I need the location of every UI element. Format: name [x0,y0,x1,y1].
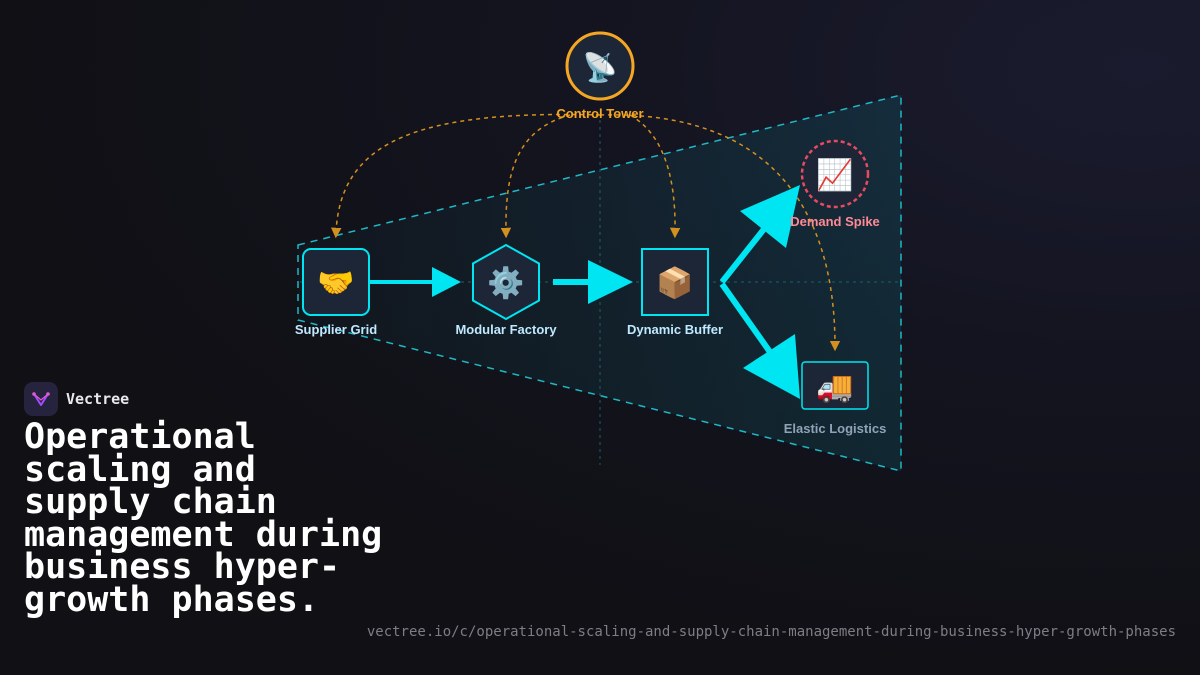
node-dynamic-buffer[interactable]: 📦 Dynamic Buffer [627,248,723,337]
control-link-supplier [330,113,601,239]
node-elastic-logistics[interactable]: 🚚 Elastic Logistics [784,361,887,436]
node-supplier-grid[interactable]: 🤝 Supplier Grid [295,248,377,337]
supplier-grid-label: Supplier Grid [295,322,377,337]
demand-spike-label: Demand Spike [790,214,880,229]
dynamic-buffer-label: Dynamic Buffer [627,322,723,337]
chart-increasing-icon: 📈 [816,157,853,193]
flow-arrow-buffer-logistics [719,282,800,399]
handshake-icon: 🤝 [317,266,354,301]
node-demand-spike[interactable]: 📈 Demand Spike [790,139,880,229]
control-link-buffer [629,114,681,239]
package-icon: 📦 [656,265,693,301]
delivery-truck-icon: 🚚 [816,370,853,405]
node-modular-factory[interactable]: ⚙️ Modular Factory [455,243,557,337]
node-control-tower[interactable]: 📡 Control Tower [556,31,644,121]
modular-factory-label: Modular Factory [455,322,557,337]
satellite-dish-icon: 📡 [583,49,618,84]
elastic-logistics-label: Elastic Logistics [784,421,887,436]
page-url[interactable]: vectree.io/c/operational-scaling-and-sup… [366,624,1176,640]
vectree-logo-icon [24,382,58,416]
brand[interactable]: Vectree [24,382,129,416]
brand-name: Vectree [66,390,130,408]
page-title: Operational scaling and supply chain man… [24,417,383,620]
flow-arrow-buffer-demand [719,185,800,284]
gear-icon: ⚙️ [487,265,524,301]
control-link-factory [500,114,571,239]
flow-arrow-supplier-factory [370,267,461,297]
control-link-logistics [599,114,841,352]
flow-arrow-factory-buffer [553,260,633,304]
control-tower-label: Control Tower [556,106,643,121]
